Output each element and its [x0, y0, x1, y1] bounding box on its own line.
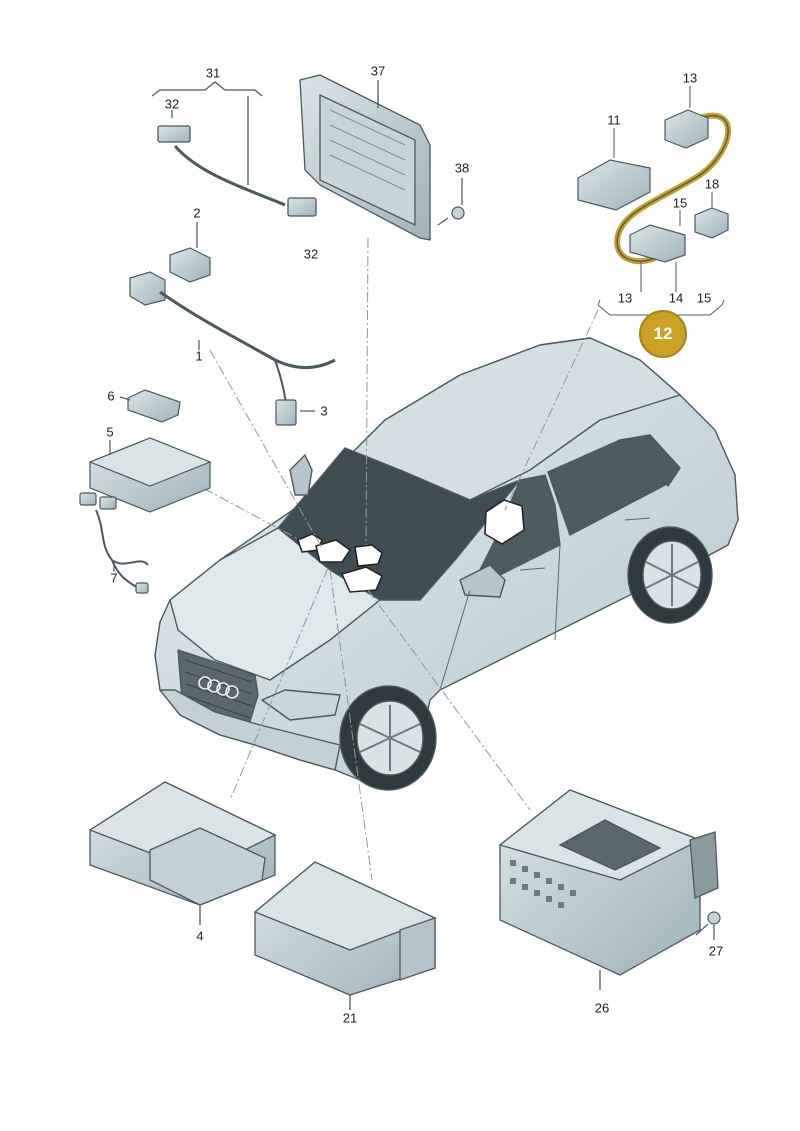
marker-b [315, 539, 352, 563]
callout-18: 18 [704, 176, 720, 192]
callout-15-bottom: 15 [696, 290, 712, 306]
callout-3: 3 [320, 403, 328, 419]
part-37-control-unit [299, 74, 431, 241]
car-illustration [154, 337, 739, 791]
callout-13-top: 13 [682, 70, 698, 86]
part-38-screw [437, 178, 465, 226]
headlight [261, 689, 341, 721]
callout-32-top: 32 [164, 96, 180, 112]
marker-d [340, 566, 383, 593]
mount-location-markers [297, 499, 525, 593]
part-4-media-unit [88, 781, 277, 925]
side-mirror-left [289, 454, 313, 496]
brand-logo [198, 676, 239, 699]
callout-37: 37 [370, 63, 386, 79]
marker-c [354, 544, 383, 567]
marker-e [484, 499, 525, 545]
rear-wheel [627, 526, 713, 624]
leader-lines [187, 237, 599, 881]
callout-5: 5 [106, 424, 114, 440]
callout-14: 14 [668, 290, 684, 306]
side-mirror-right [459, 564, 506, 598]
part-5-control-module [88, 437, 212, 513]
front-bumper [159, 689, 341, 771]
callout-11: 11 [607, 112, 621, 128]
callout-13-bottom: 13 [617, 290, 633, 306]
callout-7: 7 [110, 570, 118, 586]
part-31-cable [151, 81, 317, 217]
part-7-wire-set [79, 492, 149, 594]
quarter-window [619, 434, 681, 487]
front-wheel [339, 685, 437, 791]
part-2-connector [169, 222, 211, 283]
callout-2: 2 [193, 205, 201, 221]
highlight-badge-12[interactable]: 12 [639, 310, 687, 358]
callout-32-bottom: 32 [303, 246, 319, 262]
part-1-wiring-harness [129, 271, 336, 426]
callout-1: 1 [195, 348, 203, 364]
part-26-radio-unit [498, 789, 719, 990]
callout-21: 21 [342, 1010, 358, 1026]
part-27-screw [695, 911, 721, 940]
car-hood [169, 527, 381, 681]
callout-4: 4 [196, 928, 204, 944]
callout-15-top: 15 [672, 195, 688, 211]
callout-38: 38 [454, 160, 470, 176]
part-6-module [119, 389, 181, 423]
part-12-highlighted-cable [577, 86, 732, 316]
callout-26: 26 [594, 1000, 610, 1016]
callout-27: 27 [708, 943, 724, 959]
callout-31: 31 [205, 65, 221, 81]
part-21-cd-drive [253, 861, 437, 1010]
callout-6: 6 [107, 388, 115, 404]
